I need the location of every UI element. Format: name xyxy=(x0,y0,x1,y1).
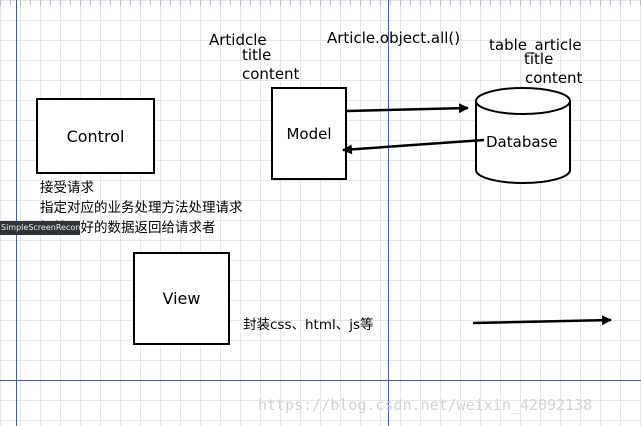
database-to-model-arrow xyxy=(342,138,485,155)
guide-line-bottom xyxy=(0,380,641,381)
model-label: Model xyxy=(286,124,332,143)
model-box: Model xyxy=(271,87,347,180)
view-label: View xyxy=(162,289,201,308)
control-note-1: 接受请求 xyxy=(40,180,94,196)
model-entity-label: Artidcle xyxy=(209,31,267,49)
view-box: View xyxy=(133,252,230,345)
control-note-3: 把处理好的数据返回给请求者 xyxy=(40,220,216,236)
guide-line-middle xyxy=(388,0,389,426)
control-note-2: 指定对应的业务处理方法处理请求 xyxy=(40,200,243,216)
view-note: 封装css、html、js等 xyxy=(243,317,374,333)
database-label: Database xyxy=(486,133,558,151)
watermark: https://blog.csdn.net/weixin_42092138 xyxy=(258,396,593,414)
db-field-content: content xyxy=(525,69,583,87)
screen-recorder-overlay: SimpleScreenRecorder xyxy=(0,221,80,235)
model-to-database-arrow xyxy=(346,103,469,114)
top-ruler xyxy=(0,0,641,6)
right-arrow xyxy=(472,315,612,326)
db-table-label: table_article xyxy=(489,36,582,54)
model-field-content: content xyxy=(242,65,300,83)
query-label: Article.object.all() xyxy=(327,29,461,47)
control-box: Control xyxy=(36,98,155,174)
control-label: Control xyxy=(66,126,125,146)
model-field-title: title xyxy=(242,46,272,64)
database-cylinder xyxy=(475,87,571,184)
guide-line-left xyxy=(16,0,17,426)
db-field-title: title xyxy=(524,50,554,68)
